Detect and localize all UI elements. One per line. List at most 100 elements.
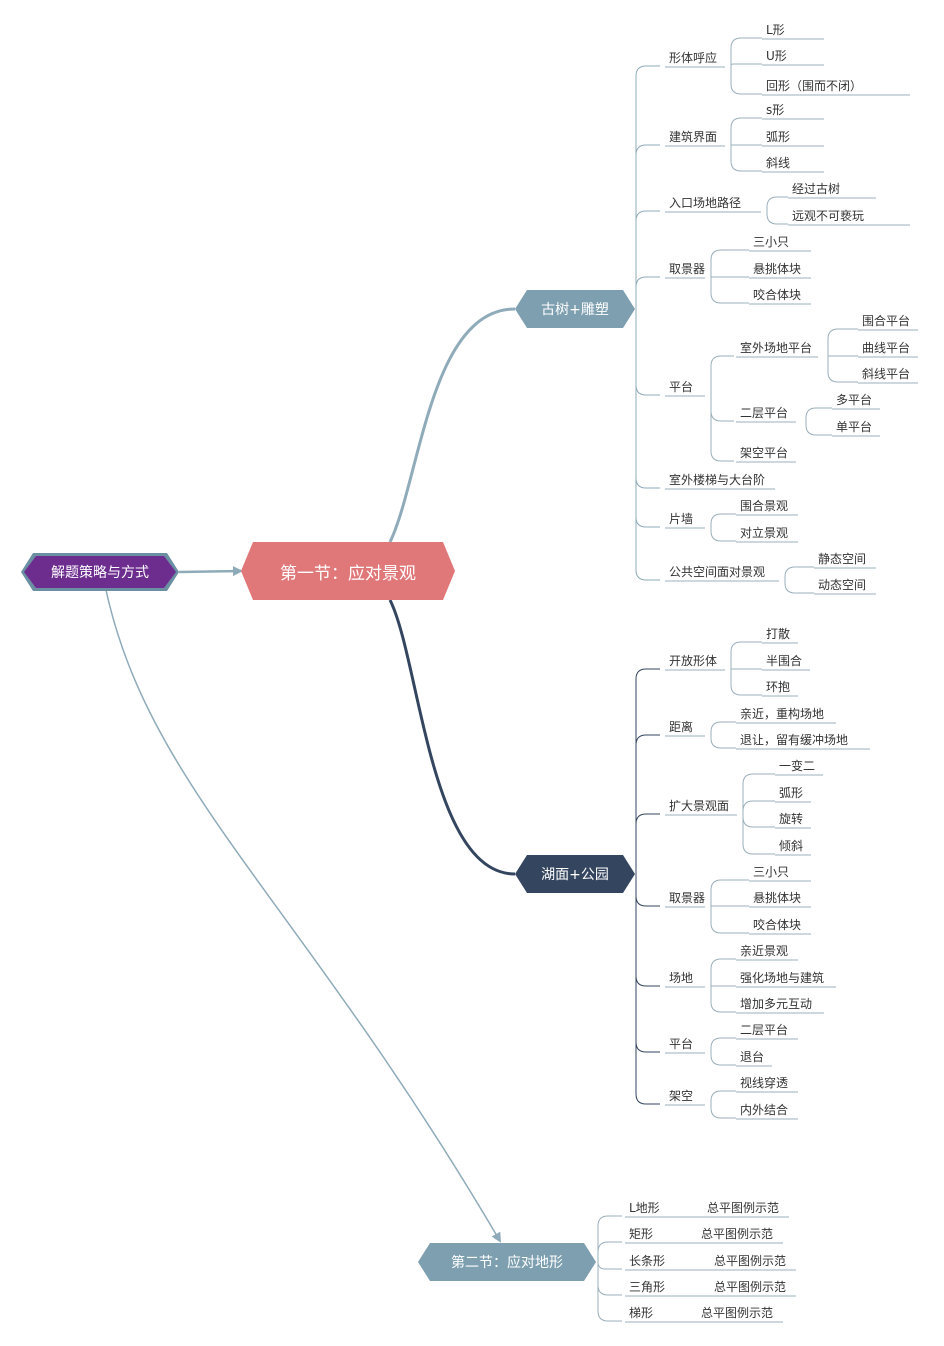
- platform-topic-0-leaf-2[interactable]: 斜线平台: [862, 367, 911, 381]
- section2-topic-4[interactable]: 梯形: [629, 1306, 654, 1320]
- branch1-topic-0-leaf-0[interactable]: L形: [766, 23, 785, 37]
- platform-topic-0-leaf-0[interactable]: 围合平台: [862, 314, 911, 328]
- branch2-trunk-6: [635, 874, 660, 1105]
- branch2-topic-6-leaf-0[interactable]: 视线穿透: [740, 1076, 789, 1090]
- branch2-topic-1-leaf-1[interactable]: 退让，留有缓冲场地: [740, 733, 849, 747]
- branch2-topic-3-bracket-0: [710, 879, 749, 906]
- branch1-topic-3-leaf-0[interactable]: 三小只: [753, 235, 790, 249]
- branch1-topic-7[interactable]: 公共空间面对景观: [669, 565, 766, 579]
- section2-topic-4-leaf-0[interactable]: 总平图例示范: [701, 1306, 774, 1320]
- branch2-trunk-0: [635, 668, 660, 874]
- branch2-topic-5[interactable]: 平台: [669, 1037, 694, 1051]
- branch1-topic-0-leaf-2[interactable]: 回形（围而不闭）: [766, 79, 863, 93]
- branch2-topic-3-bracket-2: [710, 906, 749, 934]
- branch2-topic-6-bracket-1: [710, 1104, 736, 1119]
- platform-topic-0-leaf-1[interactable]: 曲线平台: [862, 341, 911, 355]
- branch2-topic-0[interactable]: 开放形体: [669, 654, 718, 668]
- branch1-topic-1-leaf-2[interactable]: 斜线: [766, 156, 791, 170]
- section2-bracket-3: [597, 1262, 622, 1296]
- platform-topic-1[interactable]: 二层平台: [740, 406, 789, 420]
- section1-node[interactable]: 第一节：应对景观: [241, 542, 455, 600]
- branch1-topic-2-leaf-0[interactable]: 经过古树: [792, 182, 841, 196]
- branch2-topic-2[interactable]: 扩大景观面: [669, 799, 730, 813]
- branch1-topic-1-leaf-1[interactable]: 弧形: [766, 130, 791, 144]
- branch-lake-park-node[interactable]: 湖面+公园: [515, 855, 635, 893]
- branch1-topic-7-leaf-0[interactable]: 静态空间: [818, 552, 867, 566]
- platform-topic-2[interactable]: 架空平台: [740, 446, 789, 460]
- branch1-topic-3-bracket-2: [710, 277, 749, 304]
- branch1-topic-5[interactable]: 室外楼梯与大台阶: [669, 473, 766, 487]
- branch2-topic-0-leaf-2[interactable]: 环抱: [766, 680, 791, 694]
- platform-bracket-2: [710, 395, 734, 462]
- branch2-topic-4-leaf-1[interactable]: 强化场地与建筑: [740, 971, 825, 985]
- branch2-topic-6[interactable]: 架空: [669, 1089, 694, 1103]
- branch1-topic-2-bracket-1: [766, 211, 788, 225]
- section2-topic-0[interactable]: L地形: [629, 1201, 660, 1215]
- branch2-trunk-4: [635, 874, 660, 987]
- branch2-topic-0-leaf-0[interactable]: 打散: [766, 627, 791, 641]
- branch2-topic-2-leaf-1[interactable]: 弧形: [779, 786, 804, 800]
- branch2-topic-5-leaf-1[interactable]: 退台: [740, 1050, 765, 1064]
- branch1-topic-3-leaf-2[interactable]: 咬合体块: [753, 288, 802, 302]
- branch1-topic-3-leaf-1[interactable]: 悬挑体块: [753, 262, 802, 276]
- branch2-trunk-5: [635, 874, 660, 1053]
- connector-root-section2: [105, 589, 502, 1243]
- section2-topic-3-leaf-0[interactable]: 总平图例示范: [714, 1280, 787, 1294]
- section2-topic-2-leaf-0[interactable]: 总平图例示范: [714, 1254, 787, 1268]
- branch1-topic-1[interactable]: 建筑界面: [669, 130, 718, 144]
- branch1-topic-4[interactable]: 平台: [669, 380, 694, 394]
- branch2-topic-3-leaf-1[interactable]: 悬挑体块: [753, 891, 802, 905]
- branch2-topic-3-leaf-0[interactable]: 三小只: [753, 865, 790, 879]
- branch2-topic-6-leaf-1[interactable]: 内外结合: [740, 1103, 789, 1117]
- section2-topic-1-leaf-0[interactable]: 总平图例示范: [701, 1227, 774, 1241]
- branch2-topic-2-leaf-3[interactable]: 倾斜: [779, 839, 804, 853]
- section2-topic-1[interactable]: 矩形: [629, 1227, 654, 1241]
- branch2-topic-2-bracket-0: [742, 773, 775, 814]
- platform-topic-1-leaf-0[interactable]: 多平台: [836, 393, 873, 407]
- branch2-topic-3-leaf-2[interactable]: 咬合体块: [753, 918, 802, 932]
- connector-section1-branch1: [388, 307, 516, 543]
- section2-topic-0-leaf-0[interactable]: 总平图例示范: [707, 1201, 780, 1215]
- branch1-topic-2-leaf-1[interactable]: 远观不可亵玩: [792, 209, 865, 223]
- branch1-topic-1-bracket-2: [730, 145, 762, 172]
- branch2-topic-4-leaf-2[interactable]: 增加多元互动: [740, 997, 813, 1011]
- branch1-topic-6-leaf-0[interactable]: 围合景观: [740, 499, 789, 513]
- platform-topic-1-bracket-1: [805, 421, 832, 436]
- branch2-topic-6-bracket-0: [710, 1090, 736, 1104]
- branch2-topic-4-leaf-0[interactable]: 亲近景观: [740, 944, 789, 958]
- branch2-topic-2-leaf-0[interactable]: 一变二: [779, 759, 816, 773]
- platform-topic-1-leaf-1[interactable]: 单平台: [836, 420, 873, 434]
- branch2-topic-0-bracket-0: [730, 641, 762, 669]
- branch2-topic-2-bracket-1: [742, 800, 775, 814]
- platform-topic-0[interactable]: 室外场地平台: [740, 341, 813, 355]
- branch1-topic-3[interactable]: 取景器: [669, 262, 706, 276]
- branch2-topic-1-bracket-1: [710, 735, 736, 749]
- branch1-topic-1-leaf-0[interactable]: s形: [766, 103, 785, 117]
- section2-node[interactable]: 第二节：应对地形: [418, 1243, 596, 1281]
- branch1-trunk-2: [635, 210, 660, 309]
- connector-root-section1: [178, 566, 243, 577]
- branch2-topic-3[interactable]: 取景器: [669, 891, 706, 905]
- branch1-topic-6-leaf-1[interactable]: 对立景观: [740, 526, 789, 540]
- section2-topic-2[interactable]: 长条形: [629, 1254, 666, 1268]
- section2-topic-3[interactable]: 三角形: [629, 1280, 666, 1294]
- section2-bracket-1: [597, 1241, 622, 1262]
- root-node[interactable]: 解题策略与方式: [24, 556, 176, 588]
- branch2-trunk-3: [635, 874, 660, 907]
- branch2-topic-2-leaf-2[interactable]: 旋转: [779, 812, 804, 826]
- branch2-topic-4[interactable]: 场地: [669, 971, 694, 985]
- branch1-topic-0-leaf-1[interactable]: U形: [766, 49, 787, 63]
- branch2-topic-0-leaf-1[interactable]: 半围合: [766, 654, 803, 668]
- branch1-topic-6[interactable]: 片墙: [669, 512, 694, 526]
- branch1-topic-3-bracket-0: [710, 249, 749, 277]
- branch2-topic-1-leaf-0[interactable]: 亲近，重构场地: [740, 707, 825, 721]
- branch-ancient-tree-node[interactable]: 古树+雕塑: [515, 290, 635, 328]
- branch1-topic-6-bracket-1: [710, 527, 736, 542]
- branch1-topic-7-leaf-1[interactable]: 动态空间: [818, 578, 867, 592]
- branch2-topic-1[interactable]: 距离: [669, 720, 694, 734]
- branch2-topic-2-bracket-3: [742, 814, 775, 855]
- branch2-topic-5-leaf-0[interactable]: 二层平台: [740, 1023, 789, 1037]
- branch1-topic-0[interactable]: 形体呼应: [669, 51, 718, 65]
- branch1-topic-2[interactable]: 入口场地路径: [669, 196, 742, 210]
